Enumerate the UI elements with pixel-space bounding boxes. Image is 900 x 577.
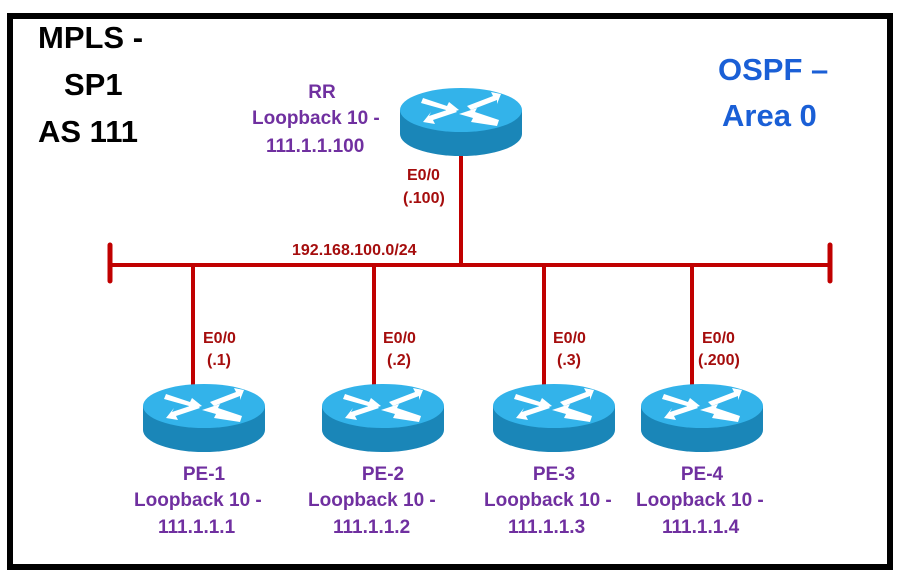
router-pe2-ip: 111.1.1.2 xyxy=(333,517,411,538)
router-rr-icon[interactable] xyxy=(400,88,522,156)
router-pe2-name: PE-2 xyxy=(361,464,405,485)
router-pe3-loopback: Loopback 10 - xyxy=(484,490,612,511)
router-pe2-loopback: Loopback 10 - xyxy=(308,490,436,511)
router-pe4-ip: 111.1.1.4 xyxy=(662,517,740,538)
router-pe1-icon[interactable] xyxy=(143,384,265,452)
router-rr-iface: E0/0 xyxy=(407,167,440,184)
router-pe1-loopback: Loopback 10 - xyxy=(134,490,262,511)
router-rr-host: (.100) xyxy=(403,190,445,207)
router-pe3-icon[interactable] xyxy=(493,384,615,452)
router-pe3-name: PE-3 xyxy=(532,464,576,485)
router-pe4-icon[interactable] xyxy=(641,384,763,452)
router-pe4-iface: E0/0 xyxy=(702,330,735,347)
router-pe4-name: PE-4 xyxy=(680,464,724,485)
router-pe4-host: (.200) xyxy=(698,352,740,369)
router-pe1-iface: E0/0 xyxy=(203,330,236,347)
router-pe4-loopback: Loopback 10 - xyxy=(636,490,764,511)
router-pe1-host: (.1) xyxy=(207,352,231,369)
router-pe1-name: PE-1 xyxy=(182,464,226,485)
router-pe2-iface: E0/0 xyxy=(383,330,416,347)
router-pe1-ip: 111.1.1.1 xyxy=(158,517,236,538)
router-pe2-icon[interactable] xyxy=(322,384,444,452)
title-line-3: AS 111 xyxy=(38,114,138,149)
protocol-line-1: OSPF – xyxy=(718,52,829,87)
router-rr-ip: 111.1.1.100 xyxy=(266,136,365,157)
router-pe3-iface: E0/0 xyxy=(553,330,586,347)
protocol-line-2: Area 0 xyxy=(722,98,817,133)
router-pe2-host: (.2) xyxy=(387,352,411,369)
title-line-1: MPLS - xyxy=(38,20,144,55)
router-pe3-host: (.3) xyxy=(557,352,581,369)
title-line-2: SP1 xyxy=(64,67,123,102)
router-rr-name: RR xyxy=(308,82,336,103)
router-rr-loopback: Loopback 10 - xyxy=(252,108,380,129)
router-pe3-ip: 111.1.1.3 xyxy=(508,517,586,538)
subnet-label: 192.168.100.0/24 xyxy=(292,242,417,259)
